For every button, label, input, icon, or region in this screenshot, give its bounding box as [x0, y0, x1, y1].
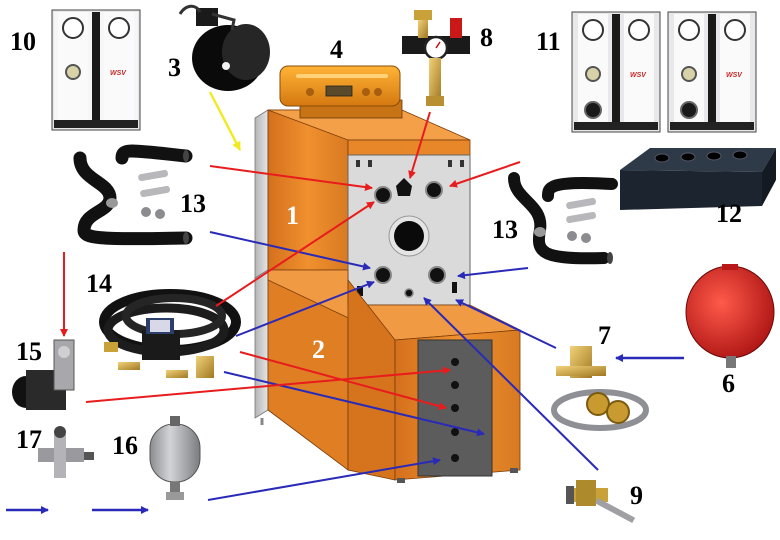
callout-13-left: 13: [180, 189, 206, 218]
blue-arrow-pipes-13-left: [209, 231, 371, 271]
expansion-vessel: [685, 264, 775, 368]
callout-12: 12: [716, 199, 742, 228]
red-arrow-pipes-13-right: [449, 161, 521, 188]
callout-6: 6: [722, 369, 735, 398]
connection-panel: [347, 154, 471, 306]
callout-14: 14: [86, 269, 112, 298]
red-arrow-kit-14-upper: [215, 201, 375, 307]
blue-arrow-kit-14-lower: [223, 371, 485, 437]
callout-11: 11: [536, 27, 561, 56]
blue-arrow-pipes-13-right: [457, 267, 529, 280]
callout-10: 10: [10, 27, 36, 56]
brand-badge-10: WSV: [110, 70, 127, 77]
callout-3: 3: [168, 53, 181, 82]
pump-group-panel-10: WSV: [51, 9, 141, 131]
callout-17: 17: [16, 425, 42, 454]
pump-group-panel-11a: WSV: [571, 11, 661, 133]
brand-badge-11a: WSV: [630, 72, 647, 79]
callout-labels: 10 3 4 8 11 13 1 13 12 14 2 15 7 6 17 16…: [10, 23, 742, 510]
burner-fan: [178, 4, 270, 91]
flow-arrows: [6, 91, 684, 514]
callout-15: 15: [16, 337, 42, 366]
yellow-arrow-burner: [208, 91, 242, 151]
connection-set: [551, 346, 649, 431]
safety-valve-group: [402, 10, 470, 106]
blue-arrow-set-7: [455, 299, 557, 349]
blue-arrow-vessel-16: [207, 457, 441, 501]
callout-16: 16: [112, 431, 138, 460]
callout-1: 1: [286, 201, 299, 230]
pipe-kit-left: [73, 144, 193, 246]
three-way-valve: [12, 339, 75, 410]
lower-boiler-module: [254, 269, 522, 483]
red-arrow-safety-group: [408, 111, 431, 179]
pipe-kit-right: [508, 172, 618, 265]
callout-4: 4: [330, 35, 343, 64]
flexible-pipe-kit-with-pump: [99, 289, 241, 378]
brand-badge-11b: WSV: [726, 72, 743, 79]
callout-7: 7: [598, 321, 611, 350]
pump-group-panel-11b: WSV: [667, 11, 757, 133]
boiler-unit: [254, 109, 522, 483]
callout-13-right: 13: [492, 215, 518, 244]
boiler-controller: [279, 65, 403, 119]
callout-2: 2: [312, 335, 325, 364]
ball-valve: [566, 480, 636, 524]
distribution-manifold: [620, 148, 776, 210]
callout-8: 8: [480, 23, 493, 52]
red-arrow-pipes-13-left: [209, 165, 373, 192]
red-arrow-valve-15: [85, 366, 451, 403]
blue-arrow-kit-14-upper: [235, 280, 375, 337]
callout-9: 9: [630, 481, 643, 510]
filling-fitting: [38, 426, 94, 478]
small-expansion-vessel: [149, 416, 201, 500]
blue-arrow-ball-valve-9: [423, 297, 599, 471]
